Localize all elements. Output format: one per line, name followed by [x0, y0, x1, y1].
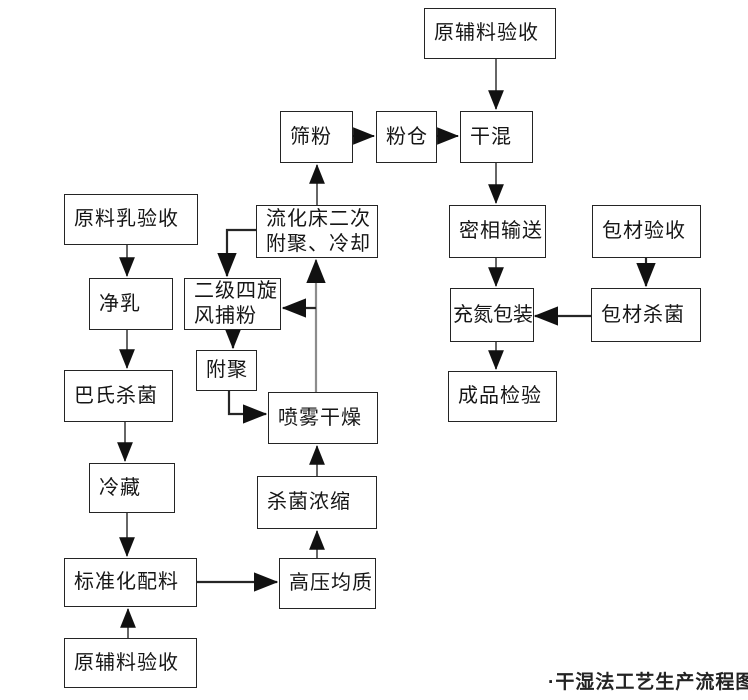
- diagram-caption: ·干湿法工艺生产流程图: [548, 672, 748, 693]
- node-cold-storage: 冷藏: [89, 463, 175, 513]
- node-high-pressure-homogenize: 高压均质: [279, 558, 376, 609]
- node-sterilize-concentrate: 杀菌浓缩: [257, 476, 377, 529]
- node-fluid-bed-agglomeration: 流化床二次 附聚、冷却: [256, 205, 378, 258]
- node-dense-phase-conveying: 密相输送: [449, 205, 546, 258]
- node-pasteurization: 巴氏杀菌: [64, 370, 173, 422]
- node-packaging-sterilization: 包材杀菌: [591, 288, 701, 342]
- node-powder-bin: 粉仓: [376, 111, 437, 163]
- node-dry-mix: 干混: [460, 111, 533, 163]
- node-raw-milk-acceptance: 原料乳验收: [64, 194, 198, 245]
- node-milk-clarification: 净乳: [89, 278, 173, 330]
- node-raw-aux-acceptance-top: 原辅料验收: [424, 8, 556, 59]
- node-nitrogen-packing: 充氮包装: [450, 288, 534, 342]
- node-final-inspection: 成品检验: [448, 371, 557, 422]
- node-standardized-batching: 标准化配料: [64, 558, 197, 607]
- node-cyclone-powder-capture: 二级四旋 风捕粉: [184, 278, 281, 330]
- node-sieve-powder: 筛粉: [280, 111, 353, 163]
- node-raw-aux-acceptance-bottom: 原辅料验收: [64, 638, 197, 688]
- node-packaging-acceptance: 包材验收: [592, 205, 701, 258]
- node-spray-drying: 喷雾干燥: [268, 392, 378, 444]
- node-agglomeration: 附聚: [196, 350, 257, 391]
